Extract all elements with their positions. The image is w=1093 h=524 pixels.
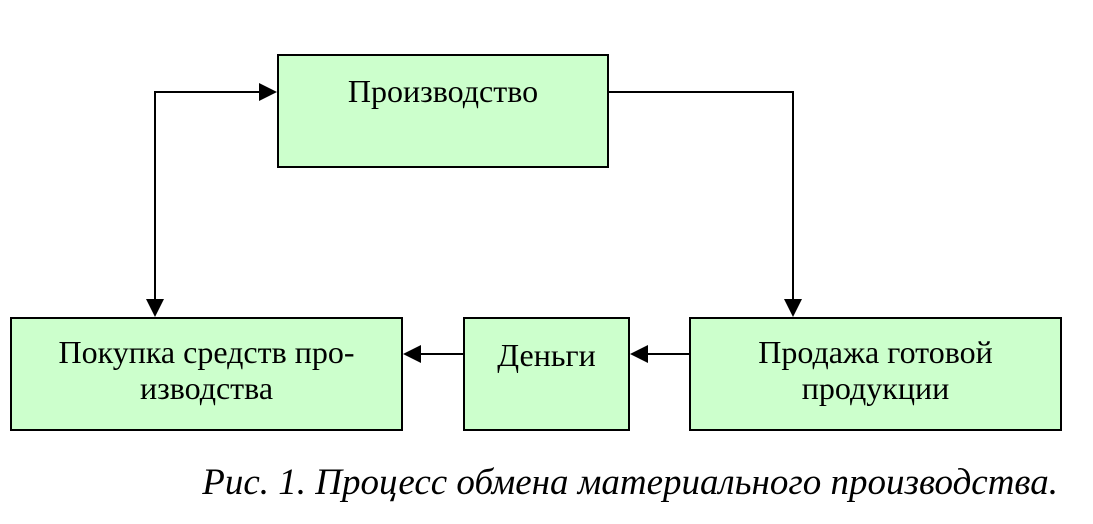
- node-sales-label-line2: продукции: [801, 370, 950, 406]
- arrowhead-down-icon: [784, 299, 802, 317]
- arrowhead-down-icon: [146, 299, 164, 317]
- edge-sales-to-money: [630, 345, 689, 363]
- arrowhead-left-icon: [403, 345, 421, 363]
- edge-production-to-sales: [609, 91, 802, 317]
- node-money: Деньги: [463, 317, 630, 431]
- node-sales: Продажа готовой продукции: [689, 317, 1062, 431]
- node-production: Производство: [277, 54, 609, 168]
- arrowhead-right-icon: [259, 83, 277, 101]
- node-sales-label-line1: Продажа готовой: [758, 334, 993, 370]
- node-purchase-label-line2: изводства: [139, 370, 274, 406]
- node-production-label: Производство: [347, 73, 539, 109]
- arrowhead-left-icon: [630, 345, 648, 363]
- edge-money-to-purchase: [403, 345, 463, 363]
- edge-purchase-production-bidirectional: [146, 83, 277, 317]
- node-purchase-label-line1: Покупка средств про-: [58, 334, 355, 370]
- figure-caption: Рис. 1. Процесс обмена материального про…: [202, 462, 1058, 503]
- node-money-label: Деньги: [497, 337, 596, 373]
- node-purchase: Покупка средств про- изводства: [10, 317, 403, 431]
